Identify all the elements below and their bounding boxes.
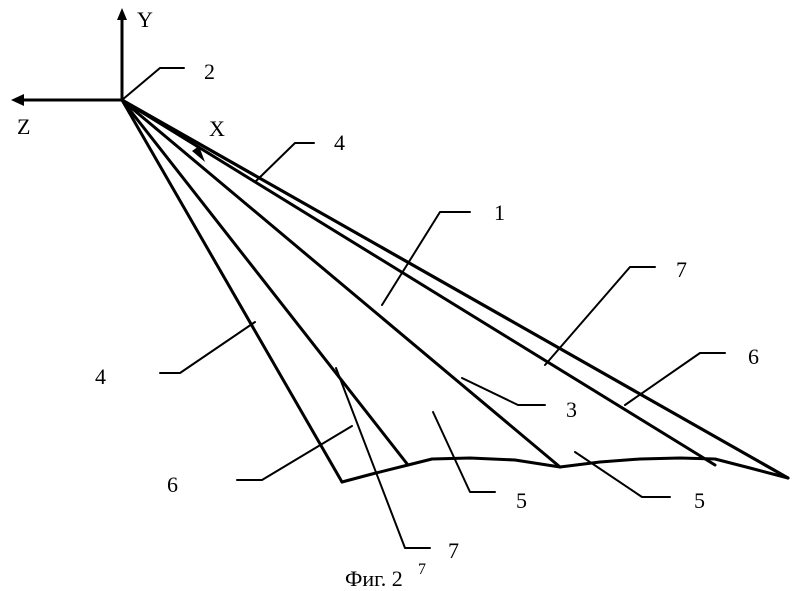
leader-7-right	[544, 266, 656, 366]
figure-caption: Фиг. 2	[345, 566, 403, 591]
callout-1: 1	[494, 200, 505, 225]
callout-2: 2	[204, 59, 215, 84]
spar-3	[120, 98, 562, 469]
z-axis-label: Z	[17, 114, 30, 139]
wing-structure	[120, 98, 790, 484]
leader-lines	[121, 67, 726, 549]
leader-5-right	[574, 451, 671, 498]
y-axis-label: Y	[137, 7, 153, 32]
callout-6-right: 6	[748, 344, 759, 369]
callout-7-right: 7	[676, 257, 687, 282]
callout-5-right: 5	[694, 488, 705, 513]
leader-6-left	[236, 425, 353, 481]
leader-5-mid	[432, 411, 496, 493]
leader-1	[381, 211, 471, 306]
leader-4-left	[159, 321, 256, 374]
leader-7-bottom	[335, 367, 431, 549]
caption-superscript: 7	[418, 561, 426, 578]
spar-middle	[120, 98, 410, 467]
leading-edge-outer	[120, 98, 790, 480]
z-axis-arrowhead	[11, 94, 24, 106]
leader-3	[461, 377, 546, 406]
axis-system	[11, 8, 205, 162]
leader-2	[121, 67, 185, 101]
x-axis-label: X	[209, 116, 225, 141]
callout-5-mid: 5	[516, 488, 527, 513]
callout-7-bottom: 7	[448, 538, 459, 563]
leader-4-top	[254, 142, 315, 183]
callout-4-top: 4	[334, 130, 345, 155]
callout-3: 3	[566, 397, 577, 422]
left-edge-4	[120, 98, 344, 484]
leading-edge-inner	[120, 98, 717, 467]
callout-6-left: 6	[167, 472, 178, 497]
x-axis-arrowhead	[192, 146, 205, 162]
y-axis-arrowhead	[117, 8, 127, 20]
callout-4-left: 4	[95, 364, 106, 389]
leader-6-right	[624, 352, 726, 406]
trailing-edge	[340, 456, 790, 484]
